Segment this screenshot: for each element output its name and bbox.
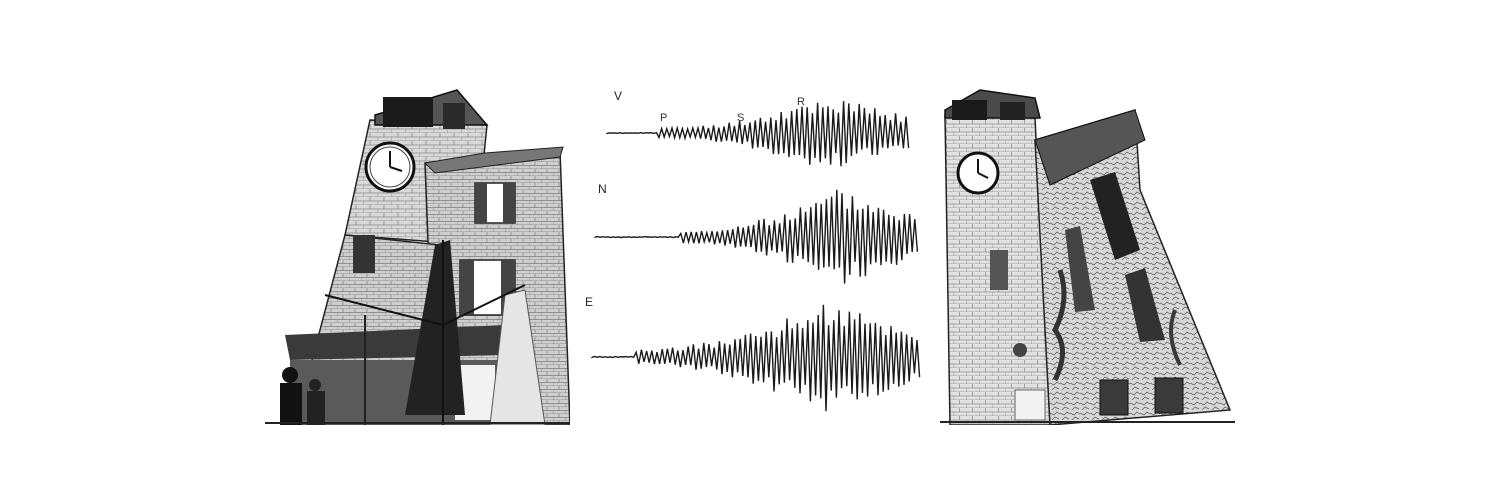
clock-tower-after-photo [940,89,1235,425]
clock-tower-before-photo [265,89,570,425]
phase-label-p: P [660,112,668,124]
trace-east [591,304,921,412]
trace-vertical [606,101,910,167]
component-label-n: N [598,182,608,196]
seismogram-traces [591,101,921,412]
trace-north [594,189,919,284]
component-label-e: E [585,295,594,309]
phase-label-s: S [737,112,745,124]
seismogram: V N E P S R [580,85,930,415]
component-label-v: V [614,89,623,103]
phase-label-r: R [797,96,805,108]
